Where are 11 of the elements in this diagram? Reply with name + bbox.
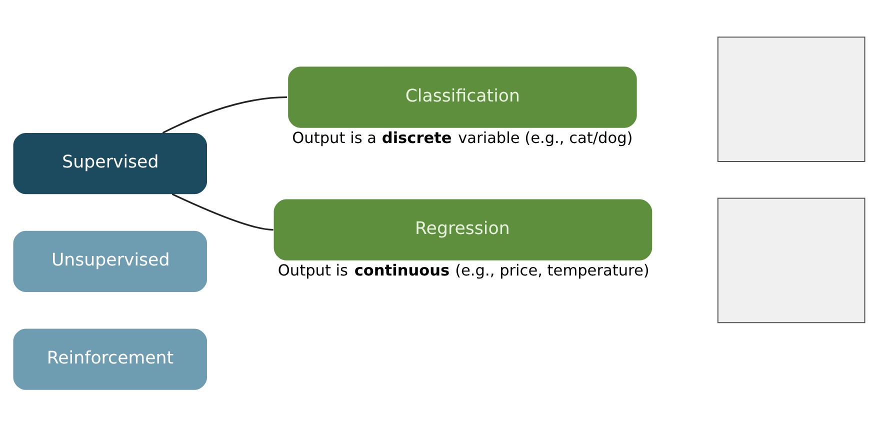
connector: [162, 96, 287, 134]
node-box: [716, 198, 865, 324]
node-box: Unsupervised: [12, 230, 206, 292]
node-label: Output is continuous (e.g., price, temperature): [277, 262, 649, 280]
node-box: Classification: [288, 66, 636, 128]
connector: [171, 193, 273, 231]
node-box: Reinforcement: [12, 328, 206, 390]
node-box: Supervised: [12, 132, 206, 194]
node-label: Output is a discrete variable (e.g., cat/dog): [292, 129, 632, 148]
node-box: [716, 36, 865, 162]
node-box: Regression: [273, 199, 652, 260]
